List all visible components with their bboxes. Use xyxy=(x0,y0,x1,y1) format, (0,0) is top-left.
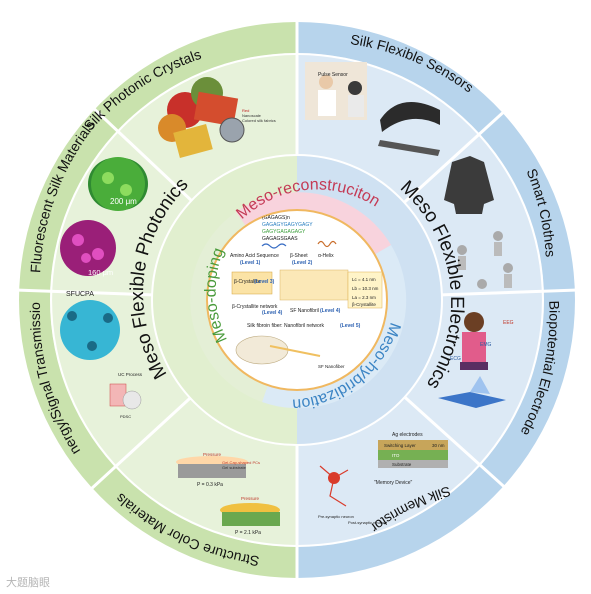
sf-nanofiber-label: SF Nanofiber xyxy=(318,364,345,369)
fluorescent-images: 200 μm 160 μm xyxy=(60,157,148,277)
level2-label: (Level 2) xyxy=(292,260,313,266)
scale-160: 160 μm xyxy=(88,268,113,277)
red-label: Red xyxy=(242,108,249,113)
dim-lc: Lc = 4.1 nm xyxy=(352,277,376,282)
smart-clothes-images xyxy=(444,156,513,289)
presynaptic-label: Pre-synaptic neuron xyxy=(318,514,354,519)
level4a-label: (Level 4) xyxy=(262,310,283,316)
dim-la: La = 2.3 nm xyxy=(352,295,376,300)
memory-device-label: "Memory Device" xyxy=(374,480,413,486)
uc-process-label: UC Process xyxy=(118,372,143,377)
fiber-label: Silk fibroin fiber: Nanofibril network xyxy=(247,323,324,329)
pdsc-label: PDSC xyxy=(120,414,131,419)
level5-label: (Level 5) xyxy=(340,323,361,329)
sf-nanofibril-label: SF Nanofibril xyxy=(290,308,319,314)
level4b-label: (Level 4) xyxy=(320,308,341,314)
ito-label: ITO xyxy=(392,453,400,458)
flexible-sensor-images: Pulse Sensor xyxy=(305,62,440,156)
outer-images: Red Nanoscale Colored silk fabrics 200 μ… xyxy=(60,62,514,536)
seq-line-4: GAGAGSGAAS xyxy=(262,236,298,242)
beta-crystallite-2: β-Crystallite xyxy=(352,302,376,307)
ag-electrodes-label: Ag electrodes xyxy=(392,432,423,438)
substrate-label: Substrate xyxy=(392,462,412,467)
colored-label: Colored silk fabrics xyxy=(242,118,276,123)
level1-label: (Level 1) xyxy=(240,260,261,266)
memristor-images: Ag electrodes Switching Layer ITO Substr… xyxy=(318,432,448,525)
level3-label: (Level 3) xyxy=(254,279,275,285)
switching-layer-label: Switching Layer xyxy=(384,443,416,448)
scale-200: 200 μm xyxy=(110,197,137,206)
alpha-helix-label: α-Helix xyxy=(318,253,334,259)
beta-sheet-label: β-Sheet xyxy=(290,253,308,259)
watermark: 大题脑眼 xyxy=(6,576,50,589)
ecg-label: ECG xyxy=(450,356,461,362)
core-circle: (GAGAGS)n GAGAGYGAGYGAGY GAGYGAGAGAGY GA… xyxy=(206,209,388,391)
sfucpa-label: SFUCPA xyxy=(66,291,94,298)
beta-network-label: β-Crystallite network xyxy=(232,304,278,310)
seq-line-2: GAGAGYGAGYGAGY xyxy=(262,222,313,228)
photonic-crystals-image: Red Nanoscale Colored silk fabrics xyxy=(158,77,276,158)
emg-label: EMG xyxy=(480,342,492,348)
amino-acid-label: Amino Acid Sequence xyxy=(230,253,279,259)
gel-pc-label: Gel-Cap-shaped PCs xyxy=(222,460,260,465)
seq-line-3: GAGYGAGAGAGY xyxy=(262,229,306,235)
nano-label: Nanoscale xyxy=(242,113,262,118)
p-03-label: P = 0.3 kPa xyxy=(197,482,223,488)
biopotential-images: EEG EMG ECG xyxy=(438,312,514,408)
seq-line-1: (GAGAGS)n xyxy=(262,215,290,221)
gel-sub-label: Gel substrate xyxy=(222,465,247,470)
beta-crystallite-label: β-Crystallite xyxy=(234,279,261,285)
pressure-label-2: Pressure xyxy=(241,496,260,501)
sfucpa-image: SFUCPA UC Process PDSC xyxy=(60,291,143,419)
thickness-label: 30 nm xyxy=(432,443,445,448)
postsynaptic-label: Post-synaptic neuron xyxy=(348,520,386,525)
dim-lb: Lb = 10.3 nm xyxy=(352,286,379,291)
structure-color-images: Pressure Gel-Cap-shaped PCs Gel substrat… xyxy=(176,452,280,536)
pressure-label-1: Pressure xyxy=(203,452,222,457)
eeg-label: EEG xyxy=(503,320,514,326)
p-21-label: P = 2.1 kPa xyxy=(235,530,261,536)
pulse-sensor-label: Pulse Sensor xyxy=(318,72,348,78)
